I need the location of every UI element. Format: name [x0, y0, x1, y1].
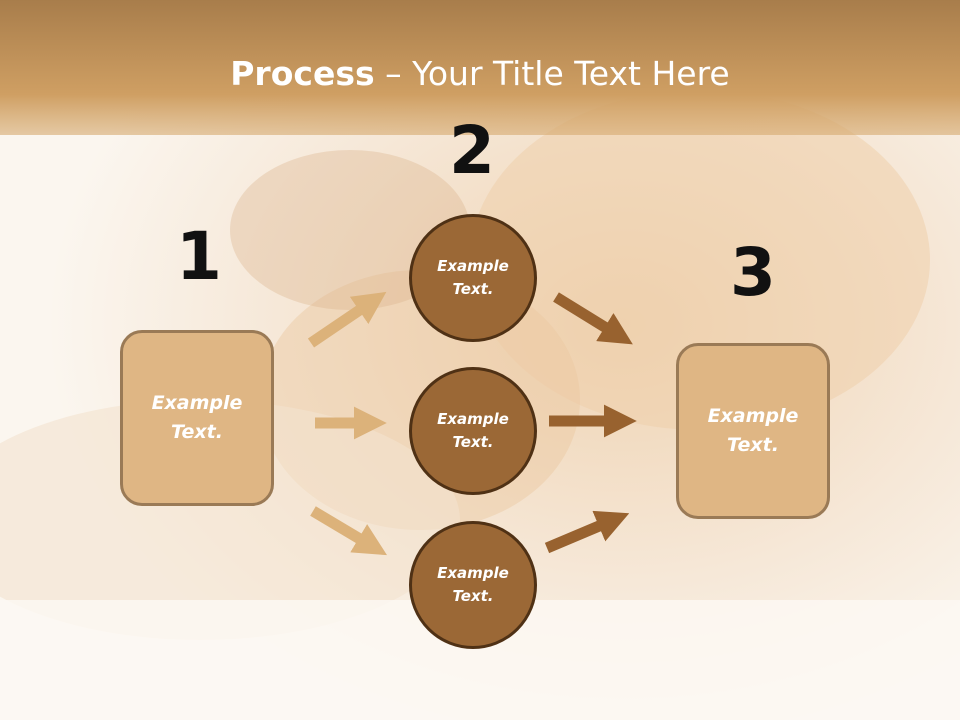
step-2-circle-middle[interactable]: Example Text.	[409, 367, 537, 495]
circle-top-text: Example Text.	[437, 257, 509, 298]
title-bold: Process	[230, 54, 375, 93]
step-3-box-text: Example Text.	[707, 405, 799, 456]
step-number-2: 2	[449, 112, 495, 189]
page-title: Process – Your Title Text Here	[0, 50, 960, 98]
arrow-from-top-icon	[553, 292, 633, 345]
step-number-1: 1	[176, 218, 222, 295]
circle-middle-text: Example Text.	[437, 410, 509, 451]
circle-bottom-text: Example Text.	[437, 564, 509, 605]
arrow-from-bottom-icon	[544, 510, 630, 554]
step-3-box[interactable]: Example Text.	[676, 343, 830, 519]
step-2-circle-top[interactable]: Example Text.	[409, 214, 537, 342]
step-number-3: 3	[730, 234, 776, 311]
step-2-circle-bottom[interactable]: Example Text.	[409, 521, 537, 649]
title-rest: – Your Title Text Here	[374, 54, 730, 93]
arrow-to-top-icon	[307, 291, 387, 348]
arrow-to-bottom-icon	[310, 506, 388, 556]
step-1-box-text: Example Text.	[151, 392, 243, 443]
step-1-box[interactable]: Example Text.	[120, 330, 274, 506]
